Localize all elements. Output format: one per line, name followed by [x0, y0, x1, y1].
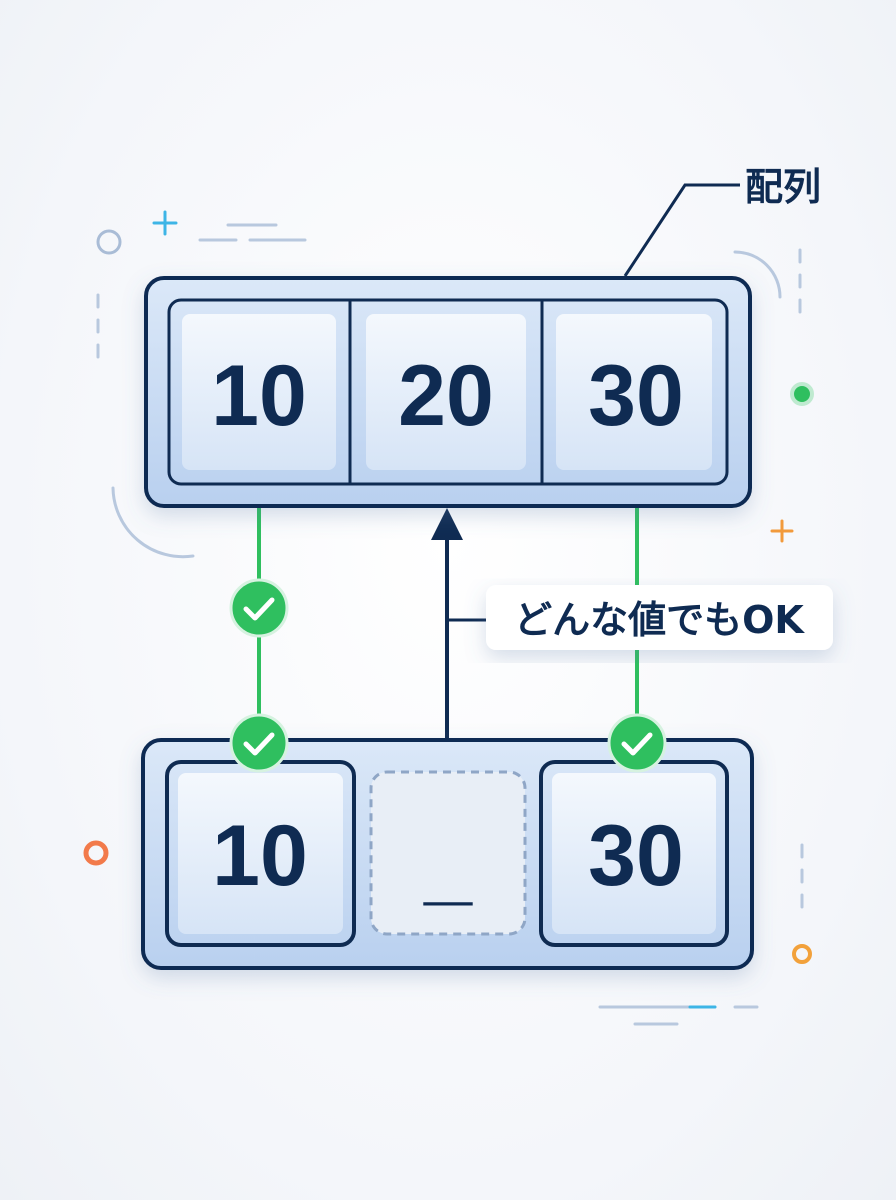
plus-icon [152, 210, 178, 236]
empty-cell [369, 770, 527, 936]
label-leader-line [623, 183, 740, 277]
ring-icon [96, 229, 122, 255]
annotation-box [486, 585, 833, 650]
check-icon [229, 713, 289, 773]
ring-icon [792, 944, 812, 964]
cell-value: 20 [398, 348, 494, 444]
array-cell [178, 773, 343, 934]
bottom-array: 10 _ 30 [141, 738, 754, 970]
dot-icon [790, 382, 814, 406]
cell-value: 30 [588, 808, 684, 904]
plus-icon [770, 519, 794, 543]
arrow-up-icon [431, 508, 463, 540]
cell-value: 10 [211, 348, 307, 444]
ring-icon [83, 840, 109, 866]
cell-value: 30 [588, 348, 684, 444]
array-label: 配列 [745, 165, 821, 209]
array-cell [552, 773, 716, 934]
decorations [83, 210, 814, 1026]
check-icon [607, 713, 667, 773]
placeholder-value: _ [423, 818, 473, 914]
cell-value: 10 [212, 808, 308, 904]
check-icon [229, 578, 289, 638]
array-cell [556, 314, 712, 470]
top-array: 10 20 30 [144, 276, 752, 508]
array-cell [366, 314, 526, 470]
annotation-text: どんな値でもOK [514, 598, 805, 642]
array-cell [182, 314, 336, 470]
